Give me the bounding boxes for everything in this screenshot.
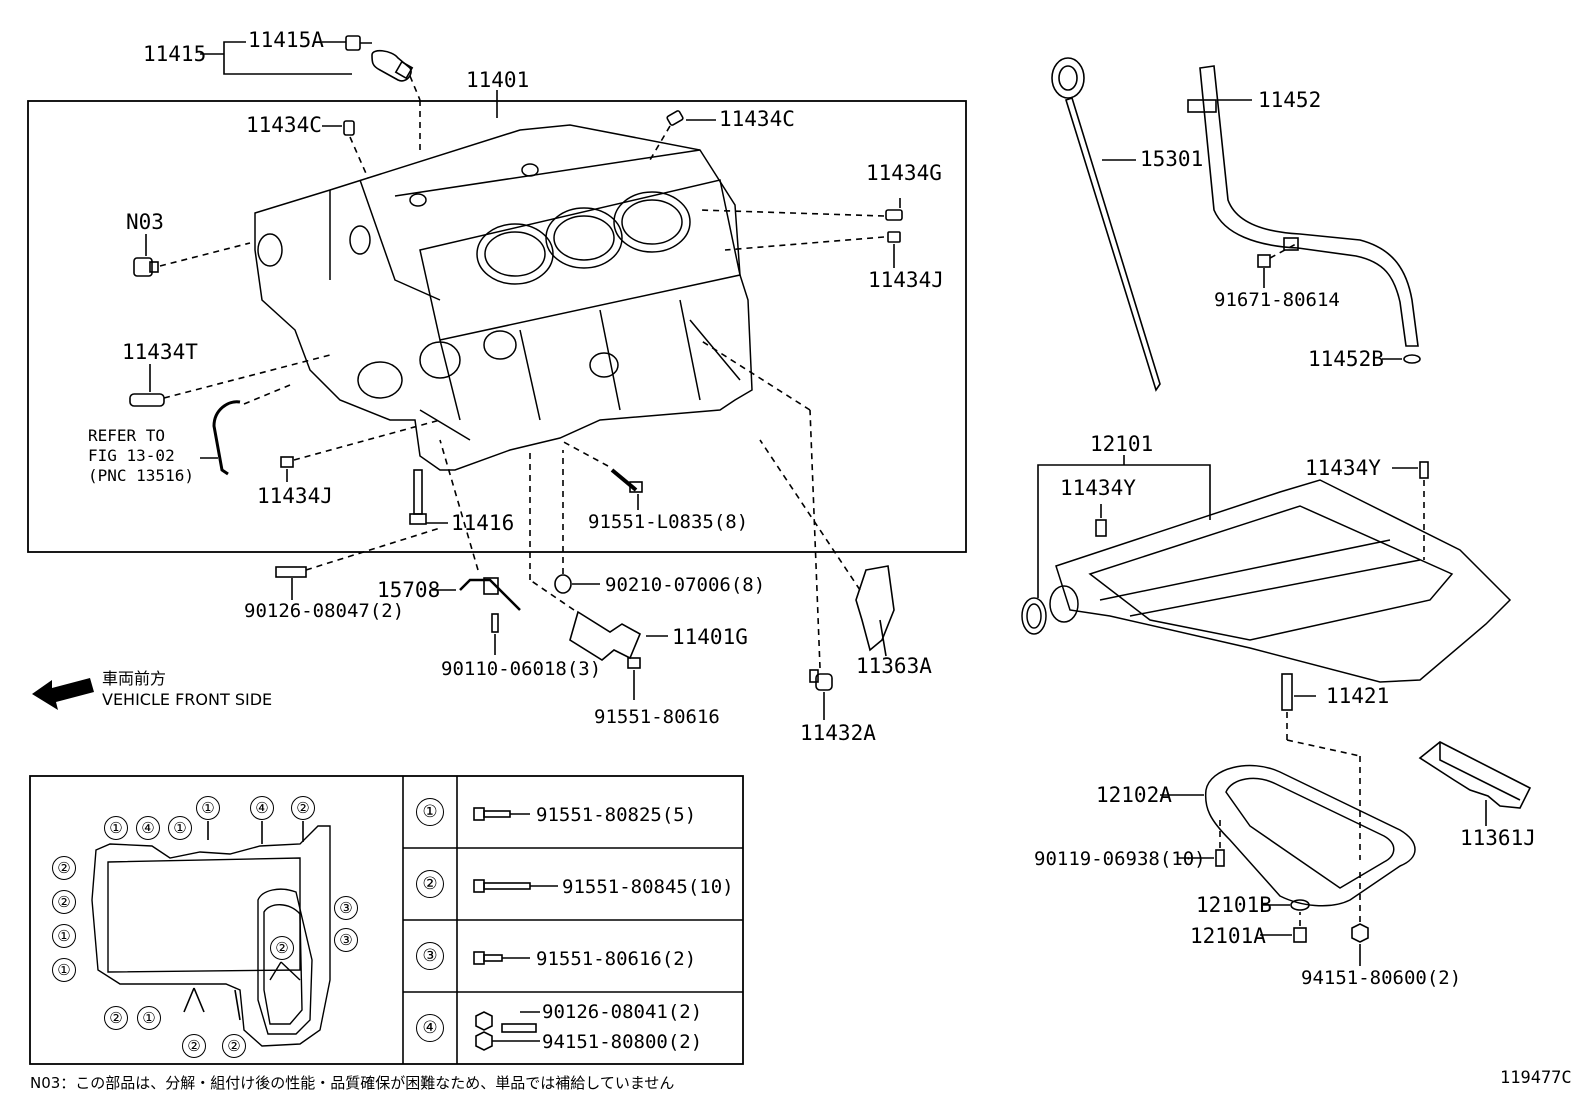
callout-inner: ② bbox=[270, 936, 294, 960]
sensor-11401G bbox=[569, 610, 642, 669]
label-11415[interactable]: 11415 bbox=[143, 42, 207, 66]
callout-top-2: ④ bbox=[136, 816, 160, 840]
label-91671-80614[interactable]: 91671-80614 bbox=[1214, 289, 1340, 311]
label-12101B[interactable]: 12101B bbox=[1196, 893, 1272, 917]
lower-oil-pan-12102A bbox=[1204, 764, 1416, 907]
label-11434Y-right[interactable]: 11434Y bbox=[1305, 456, 1381, 480]
bolt-11416 bbox=[409, 469, 427, 525]
label-15301[interactable]: 15301 bbox=[1140, 147, 1204, 171]
oil-pipe-ref bbox=[212, 400, 241, 476]
label-11434J-right[interactable]: 11434J bbox=[868, 268, 944, 292]
plug-11434C-right bbox=[666, 110, 684, 126]
label-15708[interactable]: 15708 bbox=[377, 578, 441, 602]
baffle-11361J bbox=[1418, 741, 1532, 809]
label-12101A[interactable]: 12101A bbox=[1190, 924, 1266, 948]
legend-bolt-1 bbox=[473, 807, 530, 821]
label-12102A[interactable]: 12102A bbox=[1096, 783, 1172, 807]
label-90210-07006[interactable]: 90210-07006(8) bbox=[605, 574, 766, 596]
legend-pan-outline bbox=[91, 825, 331, 1047]
legend-bolt-3 bbox=[473, 951, 530, 965]
label-11452[interactable]: 11452 bbox=[1258, 88, 1322, 112]
label-11421[interactable]: 11421 bbox=[1326, 684, 1390, 708]
refer-note: REFER TO FIG 13-02 (PNC 13516) bbox=[88, 426, 194, 486]
washer-90210 bbox=[554, 574, 572, 594]
callout-left-2: ② bbox=[52, 890, 76, 914]
callout-bottom-4: ② bbox=[222, 1034, 246, 1058]
callout-right-1: ③ bbox=[334, 896, 358, 920]
label-11401G[interactable]: 11401G bbox=[672, 625, 748, 649]
label-11434C-left[interactable]: 11434C bbox=[246, 113, 322, 137]
callout-11415-bracket bbox=[223, 41, 246, 54]
label-12101[interactable]: 12101 bbox=[1090, 432, 1154, 456]
label-91551-L0835[interactable]: 91551-L0835(8) bbox=[588, 511, 749, 533]
guide-tube-11452 bbox=[1187, 65, 1419, 347]
callout-left-4: ① bbox=[52, 958, 76, 982]
label-11434G[interactable]: 11434G bbox=[866, 161, 942, 185]
label-11434T[interactable]: 11434T bbox=[122, 340, 198, 364]
callout-top-1: ① bbox=[104, 816, 128, 840]
legend-bolt-2 bbox=[473, 879, 558, 893]
callout-left-3: ① bbox=[52, 924, 76, 948]
callout-bottom-2: ① bbox=[137, 1006, 161, 1030]
legend-num-1: ① bbox=[416, 798, 444, 826]
callout-top-3: ① bbox=[168, 816, 192, 840]
valve-part-11415 bbox=[345, 35, 414, 82]
legend-num-3: ③ bbox=[416, 942, 444, 970]
legend-part-1[interactable]: 91551-80825(5) bbox=[536, 804, 697, 826]
legend-part-4b[interactable]: 94151-80800(2) bbox=[542, 1031, 703, 1053]
callout-left-1: ② bbox=[52, 856, 76, 880]
oil-pan-12101 bbox=[1021, 479, 1512, 683]
label-11401[interactable]: 11401 bbox=[466, 68, 530, 92]
label-11432A[interactable]: 11432A bbox=[800, 721, 876, 745]
refer-line-3: (PNC 13516) bbox=[88, 466, 194, 485]
refer-line-2: FIG 13-02 bbox=[88, 446, 175, 465]
label-N03[interactable]: N03 bbox=[126, 210, 164, 234]
footnote: N03：この部品は、分解・組付け後の性能・品質確保が困難なため、単品では補給して… bbox=[30, 1074, 675, 1092]
label-11434C-right[interactable]: 11434C bbox=[719, 107, 795, 131]
front-label-jp: 車両前方 bbox=[102, 669, 167, 688]
label-90110-06018[interactable]: 90110-06018(3) bbox=[441, 658, 602, 680]
plug-N03 bbox=[133, 257, 159, 277]
label-90119-06938[interactable]: 90119-06938(10) bbox=[1034, 848, 1206, 870]
diagram-id: 119477C bbox=[1500, 1068, 1572, 1088]
label-11416[interactable]: 11416 bbox=[451, 511, 515, 535]
label-11415A[interactable]: 11415A bbox=[248, 28, 324, 52]
plug-11434C-left bbox=[343, 120, 355, 136]
label-11452B[interactable]: 11452B bbox=[1308, 347, 1384, 371]
callout-top-6: ② bbox=[291, 796, 315, 820]
legend-num-2: ② bbox=[416, 870, 444, 898]
legend-part-3[interactable]: 91551-80616(2) bbox=[536, 948, 697, 970]
label-91551-80616[interactable]: 91551-80616 bbox=[594, 706, 720, 728]
plug-11432A bbox=[809, 669, 833, 691]
bracket-11363A bbox=[855, 565, 895, 652]
legend-part-4a[interactable]: 90126-08041(2) bbox=[542, 1001, 703, 1023]
legend-part-2[interactable]: 91551-80845(10) bbox=[562, 876, 734, 898]
refer-line-1: REFER TO bbox=[88, 426, 166, 445]
front-arrow-icon bbox=[32, 678, 94, 710]
callout-top-4: ① bbox=[196, 796, 220, 820]
label-11361J[interactable]: 11361J bbox=[1460, 826, 1536, 850]
pin-11434T bbox=[129, 393, 165, 407]
engine-block-11401 bbox=[254, 124, 753, 471]
front-label-en: VEHICLE FRONT SIDE bbox=[102, 690, 273, 709]
callout-right-2: ③ bbox=[334, 928, 358, 952]
stud-11421 bbox=[1281, 673, 1293, 711]
bolt-91551-L0835 bbox=[610, 468, 643, 493]
legend-bolt-4 bbox=[475, 1011, 540, 1051]
label-90126-08047[interactable]: 90126-08047(2) bbox=[244, 600, 405, 622]
label-11363A[interactable]: 11363A bbox=[856, 654, 932, 678]
callout-bottom-1: ② bbox=[104, 1006, 128, 1030]
callout-top-5: ④ bbox=[250, 796, 274, 820]
legend-num-4: ④ bbox=[416, 1014, 444, 1042]
stud-90126-08047 bbox=[275, 566, 307, 578]
label-11434Y-left[interactable]: 11434Y bbox=[1060, 476, 1136, 500]
dipstick-15301 bbox=[1051, 57, 1161, 392]
label-94151-80600[interactable]: 94151-80600(2) bbox=[1301, 967, 1462, 989]
part-15708 bbox=[459, 577, 521, 611]
callout-bottom-3: ② bbox=[182, 1034, 206, 1058]
label-11434J-left[interactable]: 11434J bbox=[257, 484, 333, 508]
